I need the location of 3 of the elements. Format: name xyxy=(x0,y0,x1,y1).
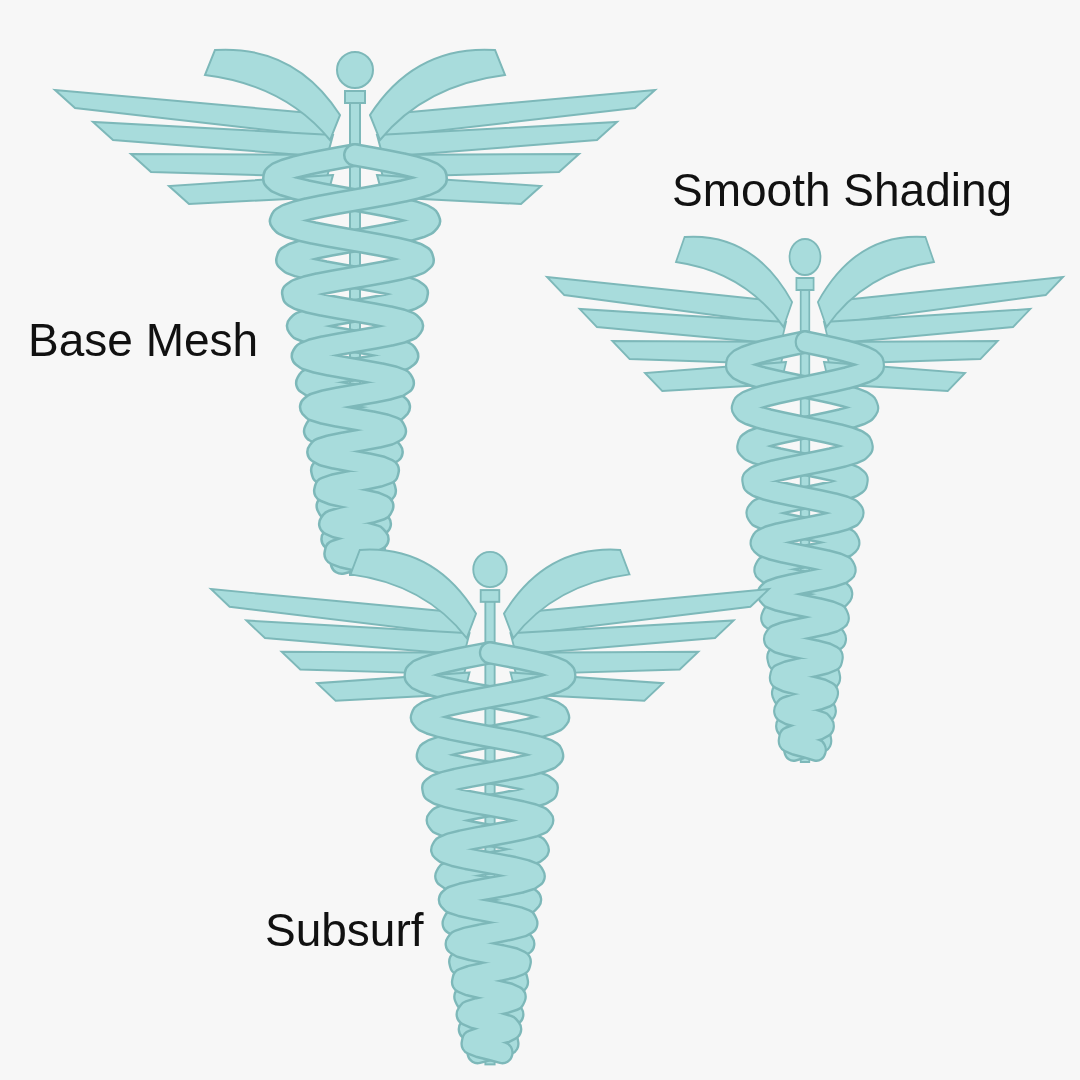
caption-label: Subsurf xyxy=(265,905,424,956)
caption-label: Base Mesh xyxy=(28,315,259,366)
caption-label: Smooth Shading xyxy=(672,165,1013,216)
